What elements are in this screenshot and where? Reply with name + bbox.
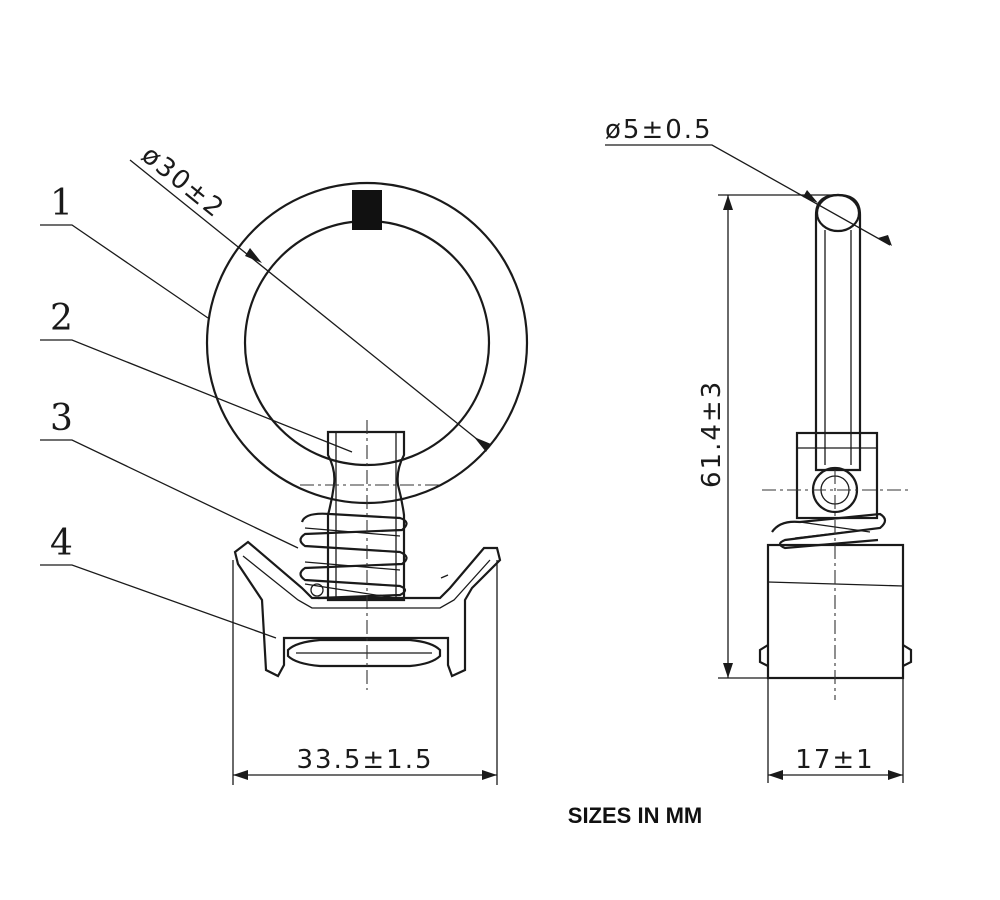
callout-1: 1 — [40, 183, 209, 319]
stud-side-profile — [795, 431, 879, 520]
ring-diameter-dimension: ø30±2 — [129, 140, 491, 452]
ring-diameter-label: ø30±2 — [136, 140, 231, 225]
callout-1-label: 1 — [50, 183, 73, 224]
spring-part — [299, 512, 408, 600]
callout-4-label: 4 — [50, 523, 73, 564]
side-view: 61.4±3 ø5±0.5 17±1 — [605, 115, 913, 783]
callout-3: 3 — [40, 398, 299, 549]
wire-diameter-dimension: ø5±0.5 — [605, 115, 892, 246]
callout-3-label: 3 — [50, 398, 73, 439]
callout-2-label: 2 — [50, 298, 73, 339]
callout-2: 2 — [40, 298, 353, 453]
stud-part — [326, 430, 406, 602]
front-view: 33.5±1.5 ø30±2 1 2 3 4 — [40, 140, 529, 785]
height-dimension: 61.4±3 — [697, 194, 835, 679]
front-width-dimension: 33.5±1.5 — [233, 745, 497, 780]
side-width-label: 17±1 — [795, 745, 874, 775]
wire-diameter-label: ø5±0.5 — [605, 115, 713, 145]
side-width-dimension: 17±1 — [767, 678, 904, 783]
base-part — [233, 540, 502, 678]
ring-side-profile — [814, 193, 862, 472]
sizes-note: SIZES IN MM — [568, 803, 702, 828]
height-label: 61.4±3 — [697, 380, 727, 488]
front-width-label: 33.5±1.5 — [296, 745, 433, 775]
callout-4: 4 — [40, 523, 277, 639]
ring-weld-mark — [352, 190, 382, 230]
